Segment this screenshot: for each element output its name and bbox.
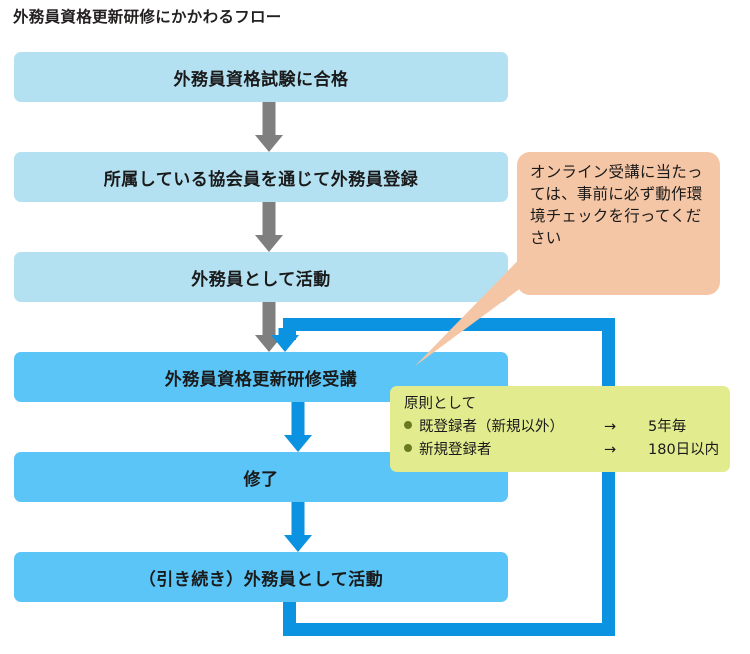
loopback-arrow-icon [265,328,305,352]
callout-bubble: オンライン受講に当たっては、事前に必ず動作環境チェックを行ってください [517,152,720,295]
callout-tail-icon [415,238,540,366]
arrow-shaft [262,102,276,135]
flow-step-label-5: 修了 [243,469,279,490]
note-row-value-1: 5年毎 [648,419,687,436]
right-arrow-icon-1: → [604,419,617,436]
note-row-2: 新規登録者 → 180日以内 [404,439,730,461]
flow-step-label-2: 所属している協会員を通じて外務員登録 [103,169,419,190]
arrow-shaft [262,202,276,235]
flow-step-label-1: 外務員資格試験に合格 [173,69,349,90]
flow-step-label-4: 外務員資格更新研修受講 [164,369,358,390]
arrow-head [284,535,312,552]
right-arrow-icon-2: → [604,441,617,458]
flow-step-box-6: （引き続き）外務員として活動 [14,552,508,602]
arrow-head [271,335,299,352]
flow-step-label-3: 外務員として活動 [191,269,331,290]
arrow-shaft [262,302,276,335]
flow-step-box-1: 外務員資格試験に合格 [14,52,508,102]
note-row-label-1: 既登録者（新規以外） [419,419,564,436]
note-heading: 原則として [404,396,477,412]
callout-text: オンライン受講に当たっては、事前に必ず動作環境チェックを行ってください [530,163,703,247]
bullet-icon [404,443,412,452]
flow-step-box-3: 外務員として活動 [14,252,508,302]
flow-step-box-2: 所属している協会員を通じて外務員登録 [14,152,508,202]
page-title: 外務員資格更新研修にかかわるフロー [13,8,282,26]
note-row-1: 既登録者（新規以外） → 5年毎 [404,416,730,438]
down-arrow-icon-2 [249,202,289,252]
bullet-icon [404,421,412,430]
arrow-head [255,135,283,152]
loopback-segment-right [602,318,615,636]
arrow-shaft [278,328,292,338]
note-row-label-2: 新規登録者 [419,441,492,458]
arrow-shaft [291,502,305,535]
loopback-segment-top [283,318,615,331]
arrow-head [284,435,312,452]
down-arrow-icon-1 [249,102,289,152]
loopback-segment-bottom [283,623,615,636]
arrow-head [255,235,283,252]
flow-step-box-4: 外務員資格更新研修受講 [14,352,508,402]
flow-step-label-6: （引き続き）外務員として活動 [138,569,384,590]
arrow-shaft [291,402,305,435]
note-row-value-2: 180日以内 [648,441,720,458]
down-arrow-icon-5 [278,502,318,552]
down-arrow-icon-4 [278,402,318,452]
note-box: 原則として 既登録者（新規以外） → 5年毎 新規登録者 → 180日以内 [390,386,730,472]
